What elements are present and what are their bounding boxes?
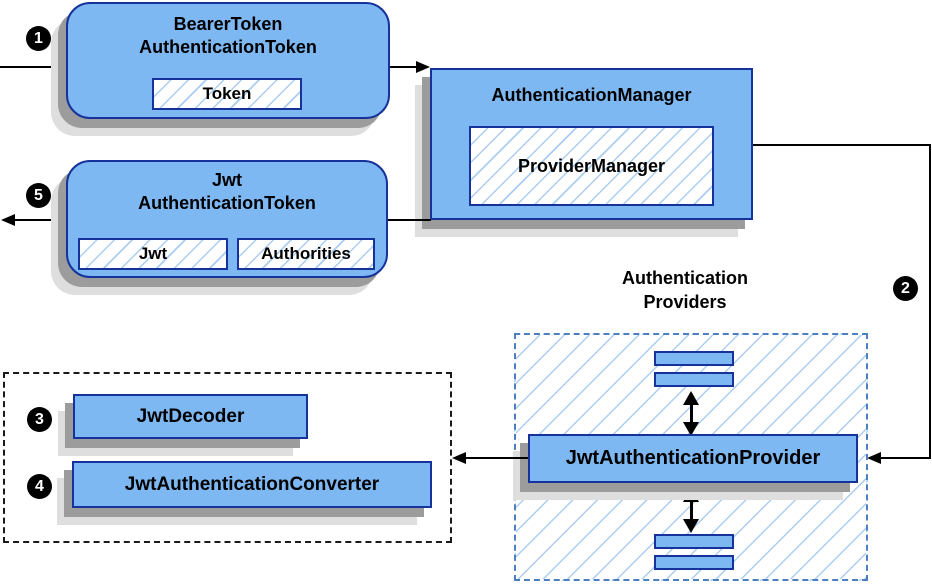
manager-to-provider-line-bottom <box>880 457 931 459</box>
incoming-request-line <box>0 66 66 68</box>
step-3-marker: 3 <box>27 407 52 432</box>
jwt-token-box-title: Jwt AuthenticationToken <box>68 169 386 215</box>
bearer-token-title-line2: AuthenticationToken <box>139 37 317 57</box>
double-arrow-down-icon <box>683 422 699 436</box>
step-5-marker: 5 <box>26 183 51 208</box>
jwt-chip: Jwt <box>78 238 228 270</box>
double-arrow-down-icon <box>683 519 699 533</box>
authentication-providers-label-line1: Authentication <box>622 268 748 288</box>
outgoing-result-line <box>14 219 66 221</box>
double-arrow-line <box>690 500 693 522</box>
double-arrow-up-icon <box>683 488 699 502</box>
jwt-token-title-line1: Jwt <box>211 170 242 190</box>
provider-stack-bar <box>654 351 734 366</box>
authentication-providers-label-line2: Providers <box>643 292 727 312</box>
manager-to-provider-line-top <box>753 144 931 146</box>
provider-stack-bar <box>654 555 734 570</box>
step-2-marker: 2 <box>893 276 918 301</box>
bearer-token-box-title: BearerToken AuthenticationToken <box>68 13 388 59</box>
step-1-marker: 1 <box>26 26 51 51</box>
authentication-manager-title: AuthenticationManager <box>491 85 692 105</box>
decoder-converter-group <box>3 372 452 543</box>
jwt-authentication-converter-box: JwtAuthenticationConverter <box>72 461 432 508</box>
bearer-to-manager-line <box>390 66 418 68</box>
double-arrow-up-icon <box>683 391 699 405</box>
provider-stack-bar <box>654 372 734 387</box>
provider-stack-bar <box>654 534 734 549</box>
bearer-token-title-line1: BearerToken <box>173 14 283 34</box>
authentication-providers-label: Authentication Providers <box>595 266 775 314</box>
manager-to-provider-line-right <box>929 144 931 459</box>
bearer-to-manager-arrowhead-icon <box>416 61 430 73</box>
outgoing-result-arrowhead-icon <box>1 214 15 226</box>
step-4-marker: 4 <box>27 474 52 499</box>
authorities-chip: Authorities <box>237 238 375 270</box>
bearer-token-authentication-token-box: BearerToken AuthenticationToken Token <box>66 2 390 119</box>
token-chip: Token <box>152 78 302 110</box>
jwt-authentication-token-box: Jwt AuthenticationToken Jwt Authorities <box>66 160 388 278</box>
jwt-authentication-provider-box: JwtAuthenticationProvider <box>528 434 858 483</box>
provider-to-decoder-arrowhead-icon <box>452 452 466 464</box>
jwt-decoder-box: JwtDecoder <box>73 394 308 439</box>
authentication-manager-box: AuthenticationManager ProviderManager <box>430 68 753 220</box>
provider-to-decoder-line <box>464 457 528 459</box>
double-arrow-line <box>690 403 693 425</box>
jwt-token-title-line2: AuthenticationToken <box>138 193 316 213</box>
provider-manager-chip: ProviderManager <box>469 126 714 206</box>
manager-to-provider-arrowhead-icon <box>867 452 881 464</box>
manager-to-jwt-token-line <box>388 219 431 221</box>
